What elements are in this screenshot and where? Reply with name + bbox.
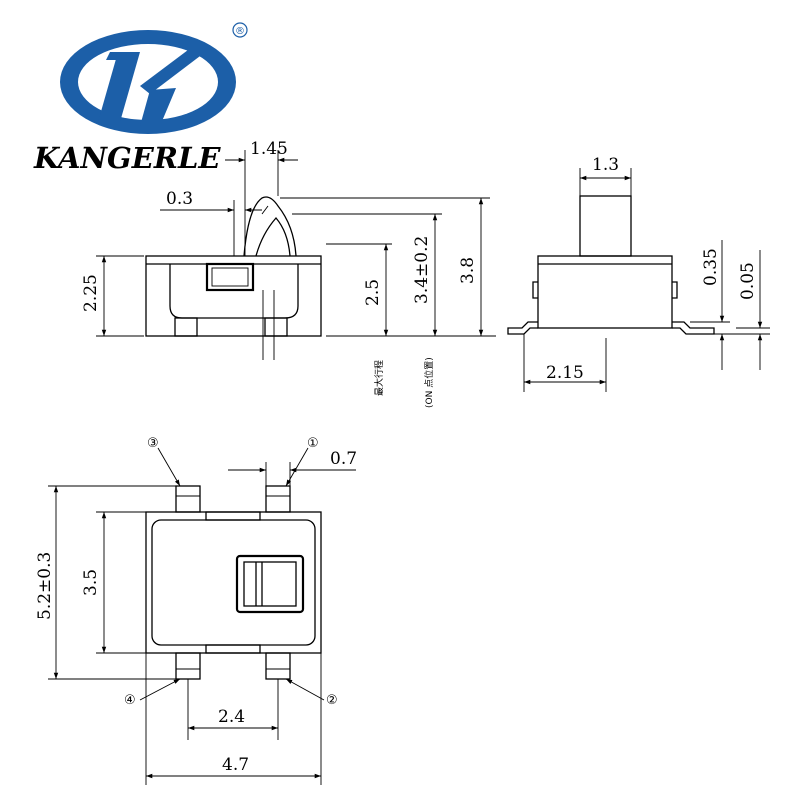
end-view: 1.3 0.35 0.05 2.15 [507, 155, 770, 392]
top-view: 5.2±0.3 3.5 0.7 2.4 4.7 ③ ① ④ ② [35, 436, 357, 785]
dim-lead-height: 0.35 [701, 248, 721, 286]
note-on-position: (ON 点位置) [423, 357, 435, 408]
top-slider-window [235, 554, 305, 614]
registered-mark-circle [232, 22, 248, 38]
dim-actuator-width: 1.45 [250, 139, 288, 159]
end-actuator [579, 195, 632, 257]
dim-end-actuator-width: 1.3 [592, 155, 619, 175]
dim-body-height: 2.25 [81, 274, 101, 312]
side-view: 1.45 0.3 2.25 2.5 3.4±0.2 3.8 最大行程 (ON 点… [81, 139, 496, 408]
dim-lead-thickness: 0.05 [738, 262, 758, 300]
side-actuator-lever [243, 196, 297, 257]
dim-gap: 0.3 [166, 189, 193, 209]
pin-label-3: ③ [147, 436, 159, 451]
brand-logo: ® [60, 22, 248, 134]
pin-label-4: ④ [124, 693, 136, 708]
registered-mark: ® [235, 26, 245, 37]
top-pin-4 [175, 652, 201, 680]
end-lead-right [672, 321, 715, 335]
top-body-inner [151, 519, 316, 646]
pin-label-1: ① [307, 436, 319, 451]
dim-body-length: 3.5 [81, 569, 101, 596]
dim-on-height: 3.4±0.2 [412, 236, 432, 304]
pin-label-2: ② [326, 693, 338, 708]
end-lead-left [507, 321, 538, 335]
top-pin-3 [175, 485, 201, 513]
note-max-travel: 最大行程 [373, 360, 385, 396]
side-actuator-window [205, 262, 255, 292]
dim-total-height: 3.8 [458, 257, 478, 284]
top-body-outer [145, 511, 322, 654]
top-pin-2 [265, 652, 291, 680]
dim-pin-width: 0.7 [330, 449, 357, 469]
side-inner-frame [169, 264, 299, 319]
brand-name: KANGERLE [33, 141, 221, 175]
side-pin-right [264, 317, 288, 337]
side-body [145, 255, 322, 337]
dim-total-length: 5.2±0.3 [35, 552, 55, 620]
dim-total-width: 4.7 [222, 755, 249, 775]
dim-body-depth: 2.15 [546, 363, 584, 383]
side-pin-left [174, 317, 198, 337]
dim-max-travel-height: 2.5 [363, 279, 383, 306]
end-body [537, 255, 673, 329]
logo-k-mark [98, 50, 208, 126]
dim-pin-pitch: 2.4 [218, 707, 245, 727]
top-pin-1 [265, 485, 291, 513]
